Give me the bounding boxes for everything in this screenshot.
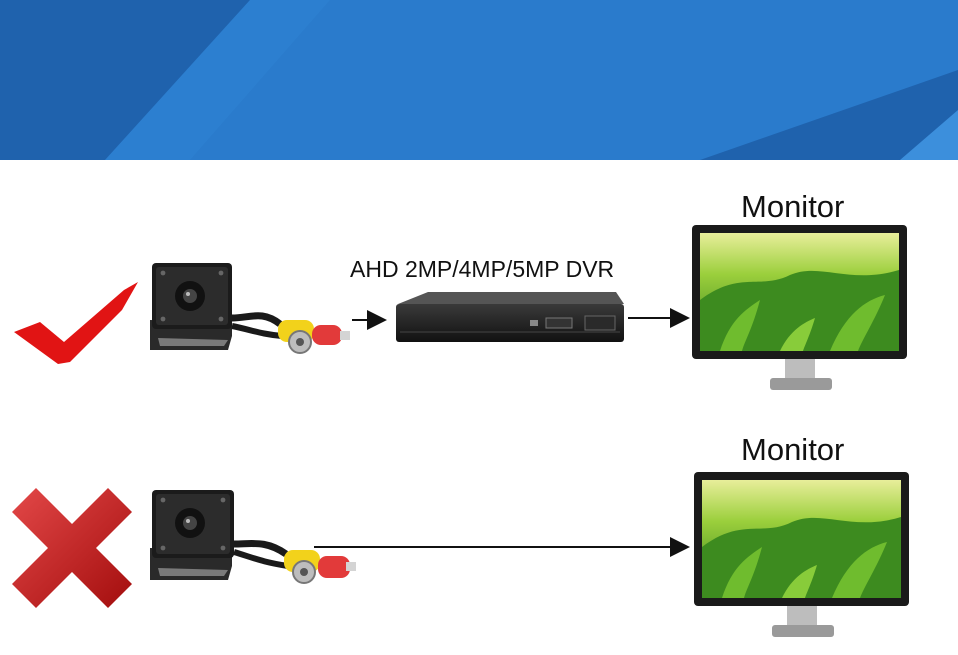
dvr-device-icon bbox=[396, 292, 624, 342]
header-banner bbox=[0, 0, 958, 160]
monitor-icon bbox=[694, 472, 909, 637]
dvr-label: AHD 2MP/4MP/5MP DVR bbox=[350, 256, 615, 282]
checkmark-icon bbox=[14, 282, 138, 364]
monitor-icon bbox=[692, 225, 907, 390]
monitor-label: Monitor bbox=[741, 432, 845, 467]
monitor-label: Monitor bbox=[741, 189, 845, 224]
mini-camera-icon bbox=[150, 263, 283, 350]
bnc-connectors bbox=[284, 550, 356, 584]
row-incorrect bbox=[12, 472, 909, 637]
bnc-connectors bbox=[278, 320, 350, 354]
mini-camera-icon bbox=[150, 490, 289, 580]
row-correct bbox=[14, 225, 907, 390]
cross-icon bbox=[12, 488, 132, 608]
